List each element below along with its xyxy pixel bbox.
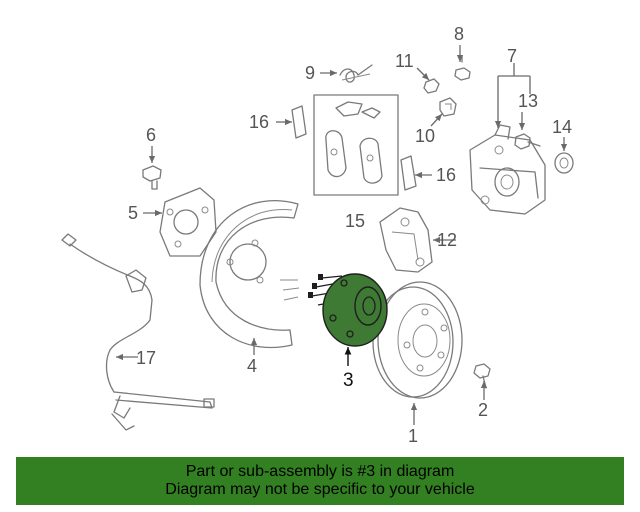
info-banner: Part or sub-assembly is #3 in diagram Di… (16, 457, 624, 505)
callout-3: 3 (343, 370, 354, 391)
exploded-parts-diagram: 1 2 3 4 (61, 24, 574, 446)
backing-plate[interactable] (159, 187, 217, 257)
callout-13: 13 (518, 91, 538, 111)
callout-9: 9 (305, 63, 315, 83)
callout-11: 11 (395, 51, 414, 71)
caliper-assembly[interactable] (469, 124, 546, 215)
pad-spring[interactable] (339, 64, 373, 83)
callout-5: 5 (128, 203, 138, 223)
callout-2: 2 (478, 400, 488, 420)
callout-6: 6 (146, 125, 156, 145)
callout-4: 4 (247, 356, 257, 376)
callout-14: 14 (552, 117, 572, 137)
banner-line-1: Part or sub-assembly is #3 in diagram (185, 463, 455, 480)
callout-1: 1 (408, 426, 418, 446)
guide-pin-bolt[interactable] (514, 133, 541, 150)
bleeder-screw[interactable] (454, 55, 471, 81)
callout-8: 8 (454, 24, 464, 44)
callout-12: 12 (437, 230, 457, 250)
callout-17: 17 (136, 348, 156, 368)
shield-bolt[interactable] (142, 165, 162, 190)
dust-shield[interactable] (199, 200, 300, 349)
callout-10: 10 (415, 126, 435, 146)
pad-shim-left[interactable] (291, 105, 307, 139)
pad-shim-right[interactable] (400, 155, 417, 191)
hub-bearing-assembly[interactable] (308, 273, 388, 347)
wear-sensor[interactable] (439, 97, 457, 117)
bleeder-cap[interactable] (423, 78, 440, 94)
banner-line-2: Diagram may not be specific to your vehi… (165, 481, 475, 498)
brake-rotor[interactable] (372, 281, 463, 399)
callout-16-top: 16 (249, 112, 269, 132)
rotor-screw[interactable] (473, 363, 491, 389)
brake-pad-set[interactable] (313, 94, 399, 196)
callout-16-right: 16 (436, 165, 456, 185)
abs-sensor-harness[interactable] (61, 233, 215, 431)
caliper-bracket[interactable] (379, 207, 433, 273)
callout-15: 15 (345, 211, 365, 231)
guide-pin-boot[interactable] (554, 152, 574, 174)
callout-7: 7 (507, 46, 517, 66)
